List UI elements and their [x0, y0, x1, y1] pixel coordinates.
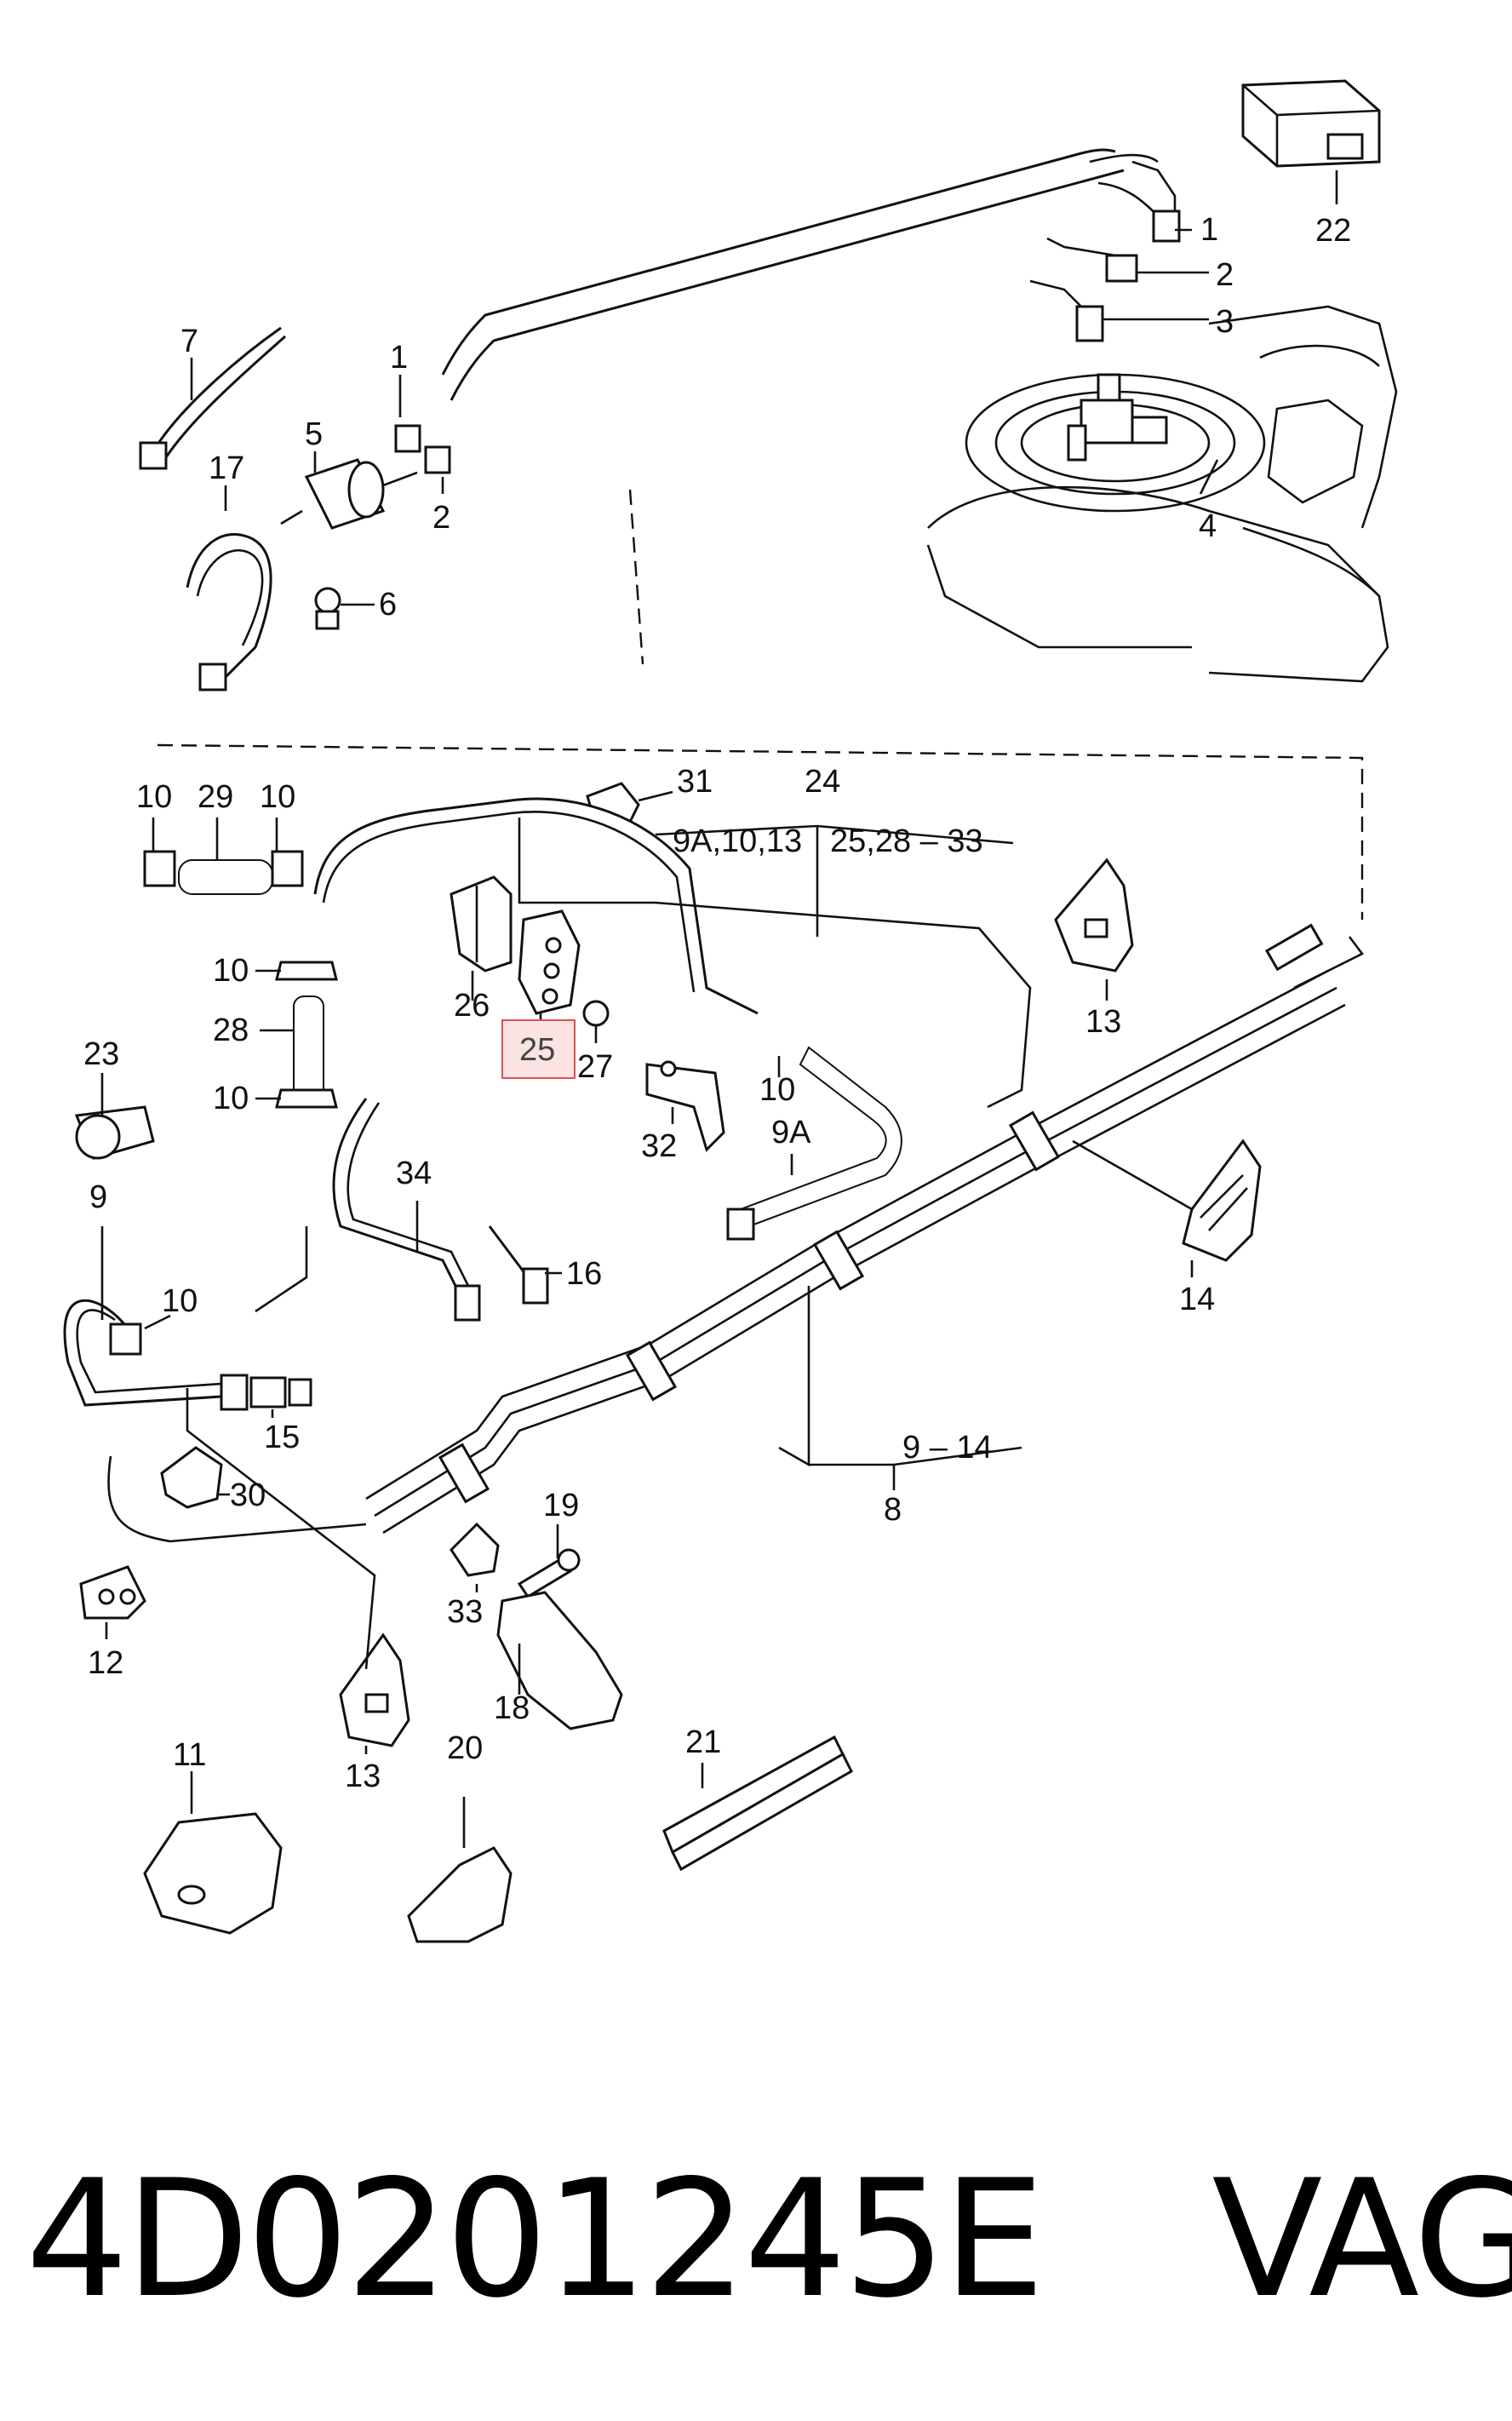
- callout-5: 5: [305, 416, 323, 452]
- callout-6: 6: [379, 587, 397, 622]
- callout-24: 24: [805, 764, 840, 800]
- callout-2: 2: [1216, 257, 1234, 293]
- callout-29: 29: [198, 779, 233, 815]
- callout-3: 3: [1216, 304, 1234, 340]
- callout-21: 21: [685, 1724, 721, 1760]
- hose-9A: [726, 1046, 902, 1241]
- callout-10-a: 10: [136, 779, 172, 815]
- callout-12: 12: [88, 1645, 123, 1681]
- clip-13-top: [1054, 858, 1134, 972]
- callout-13-top: 13: [1085, 1004, 1121, 1040]
- callout-19: 19: [543, 1488, 579, 1523]
- hose-17: [186, 533, 272, 691]
- callout-10-d: 10: [213, 1081, 249, 1116]
- part-footer: 4D0201245E VAG: [26, 2112, 1512, 2367]
- callout-1-left: 1: [390, 340, 408, 376]
- relay-box-22: [1241, 79, 1381, 168]
- callout-4: 4: [1199, 508, 1217, 544]
- callout-10-b: 10: [260, 779, 295, 815]
- callout-8-range: 9 – 14: [902, 1430, 993, 1466]
- clip-33: [450, 1522, 500, 1577]
- hose-7: [139, 326, 286, 470]
- callout-20: 20: [447, 1730, 483, 1766]
- fuel-filter-5: [280, 424, 451, 530]
- callout-9: 9: [89, 1179, 107, 1215]
- pipe-main-upper: [313, 797, 1032, 1109]
- brand-name: VAG: [1211, 2145, 1512, 2333]
- connector-1: [1152, 209, 1181, 243]
- callout-34: 34: [396, 1156, 432, 1191]
- fuel-tank: [926, 305, 1398, 683]
- callout-22: 22: [1315, 213, 1351, 249]
- callout-7: 7: [180, 324, 198, 359]
- bolt-6: [314, 587, 341, 630]
- clip-30: [160, 1446, 223, 1509]
- pipe-34: [332, 1098, 481, 1322]
- callout-33: 33: [447, 1594, 483, 1630]
- fuel-pump-unit: [1067, 373, 1168, 462]
- fuel-pipe-bundle-8: [365, 923, 1364, 1535]
- fuel-lines-top: [441, 148, 1177, 401]
- clip-14: [1182, 1139, 1262, 1262]
- callout-9A: 9A: [771, 1115, 811, 1150]
- hose-28: [275, 961, 338, 1109]
- callout-28: 28: [213, 1013, 249, 1048]
- callout-2-left: 2: [432, 500, 450, 536]
- nut-27: [582, 1000, 610, 1027]
- callout-13-bottom: 13: [345, 1758, 381, 1794]
- callout-23: 23: [83, 1036, 119, 1072]
- callout-labels: 1 2 3 4 22 7 1 5 2 17 6 10 29 10 31 24 9…: [83, 212, 1351, 1794]
- hose-29: [143, 850, 304, 895]
- dashed-leader-boundary: [157, 743, 1364, 920]
- fitting-15: [220, 1374, 312, 1411]
- callout-26: 26: [454, 988, 490, 1024]
- callout-8: 8: [884, 1492, 902, 1528]
- callout-30: 30: [230, 1477, 266, 1513]
- strip-21: [662, 1735, 853, 1872]
- holder-12: [79, 1565, 146, 1620]
- callout-25: 25: [519, 1032, 555, 1068]
- callout-10-c: 10: [213, 953, 249, 989]
- callout-27: 27: [577, 1049, 613, 1085]
- callout-17: 17: [209, 450, 244, 486]
- hose-9: [63, 1299, 367, 1543]
- callout-10-f: 10: [162, 1283, 198, 1319]
- callout-15: 15: [264, 1420, 300, 1455]
- shield-18: [496, 1591, 623, 1730]
- callout-31: 31: [677, 764, 713, 800]
- cover-11: [143, 1812, 283, 1935]
- connectors-top-right: [1029, 209, 1181, 342]
- bracket-26: [450, 875, 513, 972]
- callout-1: 1: [1200, 212, 1218, 248]
- hose-16: [488, 1225, 549, 1305]
- part-number: 4D0201245E: [26, 2145, 1045, 2333]
- callout-16: 16: [566, 1256, 602, 1292]
- callout-14: 14: [1179, 1282, 1215, 1317]
- insulator-25: [518, 909, 581, 1015]
- callout-11: 11: [173, 1737, 206, 1773]
- callout-24-group-b: 25,28 – 33: [830, 823, 983, 859]
- callout-24-group-a: 9A,10,13: [673, 823, 802, 859]
- clip-13-bottom: [339, 1632, 410, 1747]
- highlight-box-25: [501, 1019, 576, 1079]
- clamp-23: [74, 1105, 155, 1160]
- bracket-32: [645, 1060, 725, 1152]
- connector-3: [1075, 305, 1104, 342]
- clip-20: [407, 1846, 513, 1943]
- leader-lines: [100, 170, 1338, 1848]
- bolt-19: [517, 1548, 581, 1599]
- connector-2: [1105, 254, 1138, 283]
- callout-10-e: 10: [759, 1072, 795, 1108]
- callout-18: 18: [494, 1690, 530, 1726]
- callout-32: 32: [641, 1128, 677, 1164]
- dashed-leader-center: [628, 489, 644, 665]
